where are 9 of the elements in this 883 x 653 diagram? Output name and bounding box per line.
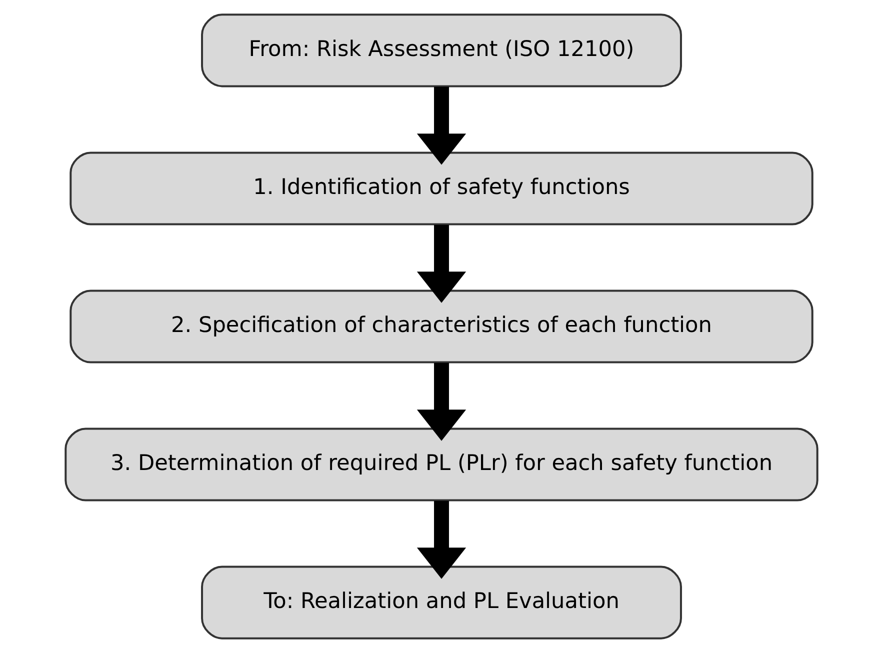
arrow <box>416 362 466 441</box>
node-box: To: Realization and PL Evaluation <box>201 566 682 640</box>
node-box: 1. Identification of safety functions <box>70 152 814 226</box>
arrow <box>416 500 466 579</box>
arrow <box>416 86 466 165</box>
node-box: 2. Specification of characteristics of each function <box>70 290 814 364</box>
arrow <box>416 224 466 303</box>
node-box: From: Risk Assessment (ISO 12100) <box>201 14 682 88</box>
node-box: 3. Determination of required PL (PLr) for each safety function <box>64 428 818 502</box>
